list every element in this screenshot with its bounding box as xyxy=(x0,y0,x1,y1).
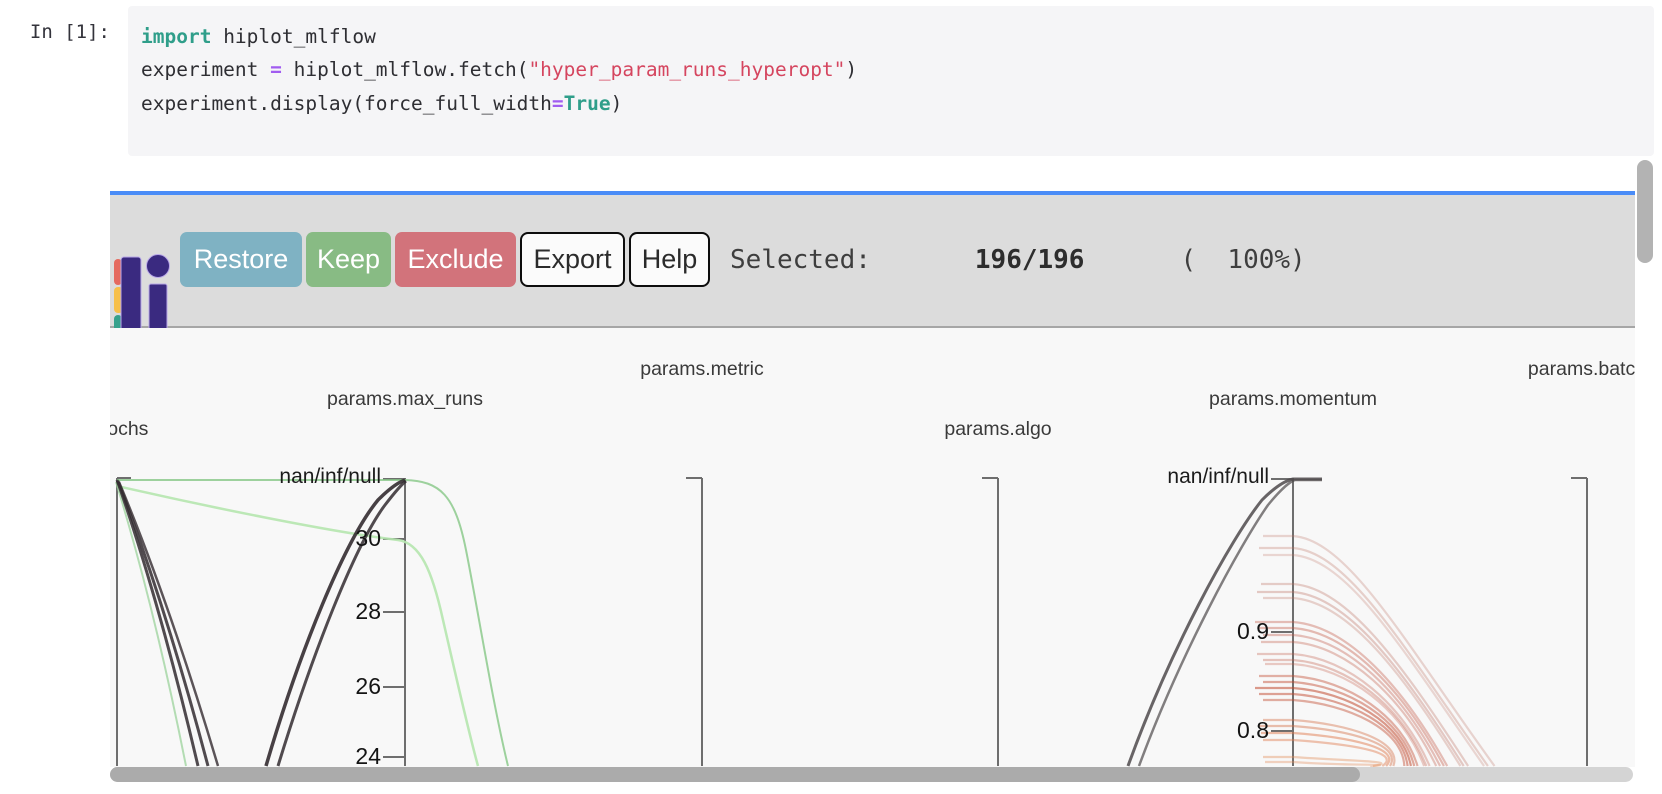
axis-title-params.momentum[interactable]: params.momentum xyxy=(1209,388,1377,410)
data-line xyxy=(1137,478,1322,767)
horizontal-scrollbar-thumb[interactable] xyxy=(110,767,1360,782)
selected-percentage: ( 100%) xyxy=(1180,244,1306,275)
selected-label: Selected: xyxy=(730,244,871,275)
export-button[interactable]: Export xyxy=(520,232,625,287)
code-token: = xyxy=(270,58,282,82)
data-line xyxy=(1261,731,1391,767)
execution-prompt: In [1]: xyxy=(29,21,110,43)
data-line xyxy=(1263,718,1396,767)
data-line xyxy=(1263,680,1416,767)
code-token: hiplot_mlflow xyxy=(211,25,376,48)
data-line xyxy=(1261,582,1470,767)
axis-title-epochs[interactable]: epochs xyxy=(110,418,149,440)
tick-label: 26 xyxy=(355,673,381,699)
data-line xyxy=(115,479,200,767)
keep-button[interactable]: Keep xyxy=(306,232,391,287)
data-line xyxy=(117,481,220,767)
data-line xyxy=(1257,590,1465,767)
exclude-button[interactable]: Exclude xyxy=(395,232,516,287)
data-line xyxy=(116,480,210,767)
data-line xyxy=(1263,596,1462,767)
data-line xyxy=(1263,534,1496,767)
data-line xyxy=(1263,633,1442,767)
data-line xyxy=(1255,686,1412,767)
code-token: True xyxy=(563,91,611,115)
code-token: "hyper_param_runs_hyperopt" xyxy=(528,58,846,82)
restore-button[interactable]: Restore xyxy=(180,232,302,287)
code-line[interactable]: import hiplot_mlflow xyxy=(141,20,857,53)
data-line xyxy=(117,479,509,767)
data-line xyxy=(1265,662,1426,767)
code-token: experiment.display(force_full_width xyxy=(141,91,552,115)
tick-label: 0.9 xyxy=(1237,618,1269,644)
data-line xyxy=(1126,477,1322,767)
tick-label: 0.8 xyxy=(1237,717,1269,743)
data-line xyxy=(1265,760,1381,767)
data-line xyxy=(1263,553,1485,767)
help-button[interactable]: Help xyxy=(629,232,710,287)
code-token: experiment xyxy=(141,58,271,82)
code-cell-background xyxy=(128,6,1654,156)
data-line xyxy=(1263,755,1383,767)
data-line xyxy=(1259,626,1445,767)
axis-title-params.batch[interactable]: params.batch xyxy=(1527,358,1635,380)
tick-label: nan/inf/null xyxy=(1167,465,1269,488)
code-token: hiplot_mlflow.fetch( xyxy=(281,58,529,82)
code-token: import xyxy=(141,25,212,48)
code-line[interactable]: experiment = hiplot_mlflow.fetch("hyper_… xyxy=(141,53,857,86)
data-line xyxy=(116,484,480,767)
data-line xyxy=(1263,698,1406,767)
data-line xyxy=(1255,620,1449,767)
axis-title-params.algo[interactable]: params.algo xyxy=(944,418,1052,440)
data-line xyxy=(1259,546,1489,767)
data-line xyxy=(1259,692,1409,767)
tick-label: 30 xyxy=(355,525,381,551)
selection-status: Selected: 196/196 ( 100%) xyxy=(730,232,1306,287)
code-token: = xyxy=(551,91,564,115)
code-token: ) xyxy=(845,58,858,82)
plot-canvas xyxy=(115,477,1588,767)
data-line xyxy=(1263,658,1428,767)
axis-title-params.max_runs[interactable]: params.max_runs xyxy=(326,388,484,410)
data-line xyxy=(1259,724,1393,767)
data-line xyxy=(264,478,406,767)
data-line xyxy=(115,481,187,767)
data-line xyxy=(276,479,407,767)
parallel-coordinates-plot[interactable]: epochs nan/inf/null 30 28 26 24 params.max_run… xyxy=(110,328,1635,767)
data-line xyxy=(1261,640,1438,767)
data-line xyxy=(1263,738,1388,767)
logo-i-dot xyxy=(146,254,170,278)
selected-count: 196/196 xyxy=(974,244,1085,275)
tick-label: nan/inf/null xyxy=(279,465,381,488)
code-token: ) xyxy=(610,91,623,115)
horizontal-scrollbar-track[interactable] xyxy=(110,767,1633,782)
logo-red-stripe xyxy=(114,259,122,285)
tick-label: 28 xyxy=(355,598,381,624)
data-line xyxy=(1257,652,1431,767)
vertical-scrollbar-thumb[interactable] xyxy=(1637,160,1653,263)
tick-label: 24 xyxy=(355,743,381,767)
data-line xyxy=(1259,674,1419,767)
code-line[interactable]: experiment.display(force_full_width=True… xyxy=(141,87,857,120)
axis-title-params.metric[interactable]: params.metric xyxy=(640,358,764,380)
hiplot-logo xyxy=(110,250,185,345)
widget-accent-bar xyxy=(110,191,1635,195)
